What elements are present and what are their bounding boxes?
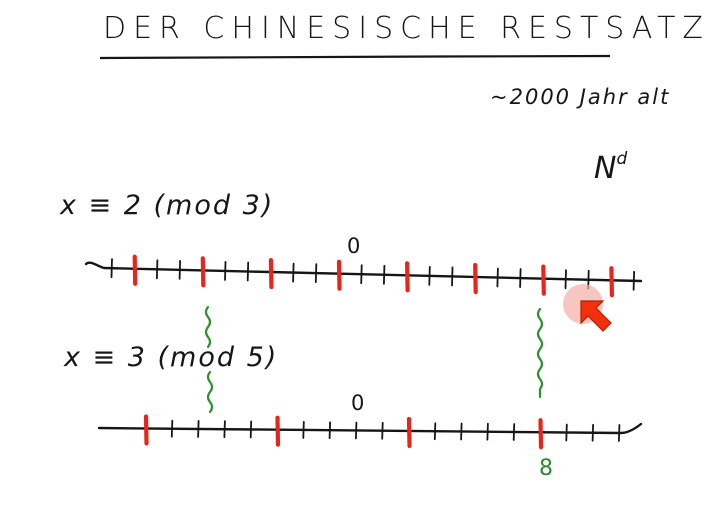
integer-tick <box>512 423 516 441</box>
congruence-mod-5: x ≡ 3 (mod 5) <box>63 342 278 373</box>
residue-mark <box>473 262 478 295</box>
integer-tick <box>223 420 226 439</box>
integer-tick <box>632 270 635 291</box>
residue-mark <box>541 264 546 296</box>
integer-tick <box>519 268 522 288</box>
residue-mark <box>275 415 281 447</box>
integer-tick <box>382 264 386 285</box>
arrow-cursor-icon <box>580 300 612 332</box>
integer-tick <box>328 421 332 440</box>
integer-tick <box>292 262 295 283</box>
connector-upper-left <box>204 305 212 349</box>
integer-tick <box>314 263 318 284</box>
integer-tick <box>433 422 437 441</box>
residue-mark <box>268 257 274 290</box>
integer-tick <box>618 424 621 442</box>
integer-tick <box>486 422 489 441</box>
residue-mark <box>143 414 149 446</box>
integer-tick <box>496 267 499 288</box>
integer-tick <box>381 421 384 440</box>
congruence-mod-3: x ≡ 2 (mod 3) <box>59 190 274 221</box>
connector-right <box>536 307 544 399</box>
integer-tick <box>565 423 568 442</box>
number-line-2-axis <box>97 422 643 435</box>
number-line-mod-5: 0 <box>97 391 643 450</box>
zero-label-line-2: 0 <box>351 391 364 415</box>
integer-tick <box>354 421 358 440</box>
integer-tick <box>302 421 305 439</box>
residue-mark <box>538 418 544 450</box>
number-line-1-axis <box>84 261 643 283</box>
number-line-mod-3: 0 <box>84 234 643 298</box>
solution-label: 8 <box>539 456 553 481</box>
number-line-2-ticks <box>143 414 621 450</box>
integer-tick <box>246 261 250 282</box>
page-title: DER CHINESISCHE RESTSATZ <box>103 11 710 46</box>
integer-tick <box>360 264 363 285</box>
integer-tick <box>155 259 159 280</box>
age-note: ~2000 Jahr alt <box>490 85 670 109</box>
integer-tick <box>564 269 567 290</box>
residue-mark <box>200 256 206 288</box>
integer-tick <box>178 259 182 280</box>
connector-lower-left <box>206 370 214 414</box>
title-underline <box>99 54 611 60</box>
naturals-symbol: Nd <box>594 149 627 186</box>
residue-mark <box>406 416 412 449</box>
integer-tick <box>224 261 227 281</box>
integer-tick <box>428 265 431 286</box>
integer-tick <box>591 423 594 442</box>
zero-label-line-1: 0 <box>347 234 360 258</box>
number-line-1-ticks <box>110 254 635 298</box>
integer-tick <box>170 419 174 438</box>
integer-tick <box>460 422 463 441</box>
integer-tick <box>197 420 200 438</box>
integer-tick <box>249 420 253 439</box>
residue-mark <box>405 261 410 293</box>
residue-mark <box>336 259 342 291</box>
residue-mark <box>609 266 615 298</box>
residue-mark <box>132 254 138 286</box>
integer-tick <box>110 258 113 279</box>
integer-tick <box>451 266 454 287</box>
